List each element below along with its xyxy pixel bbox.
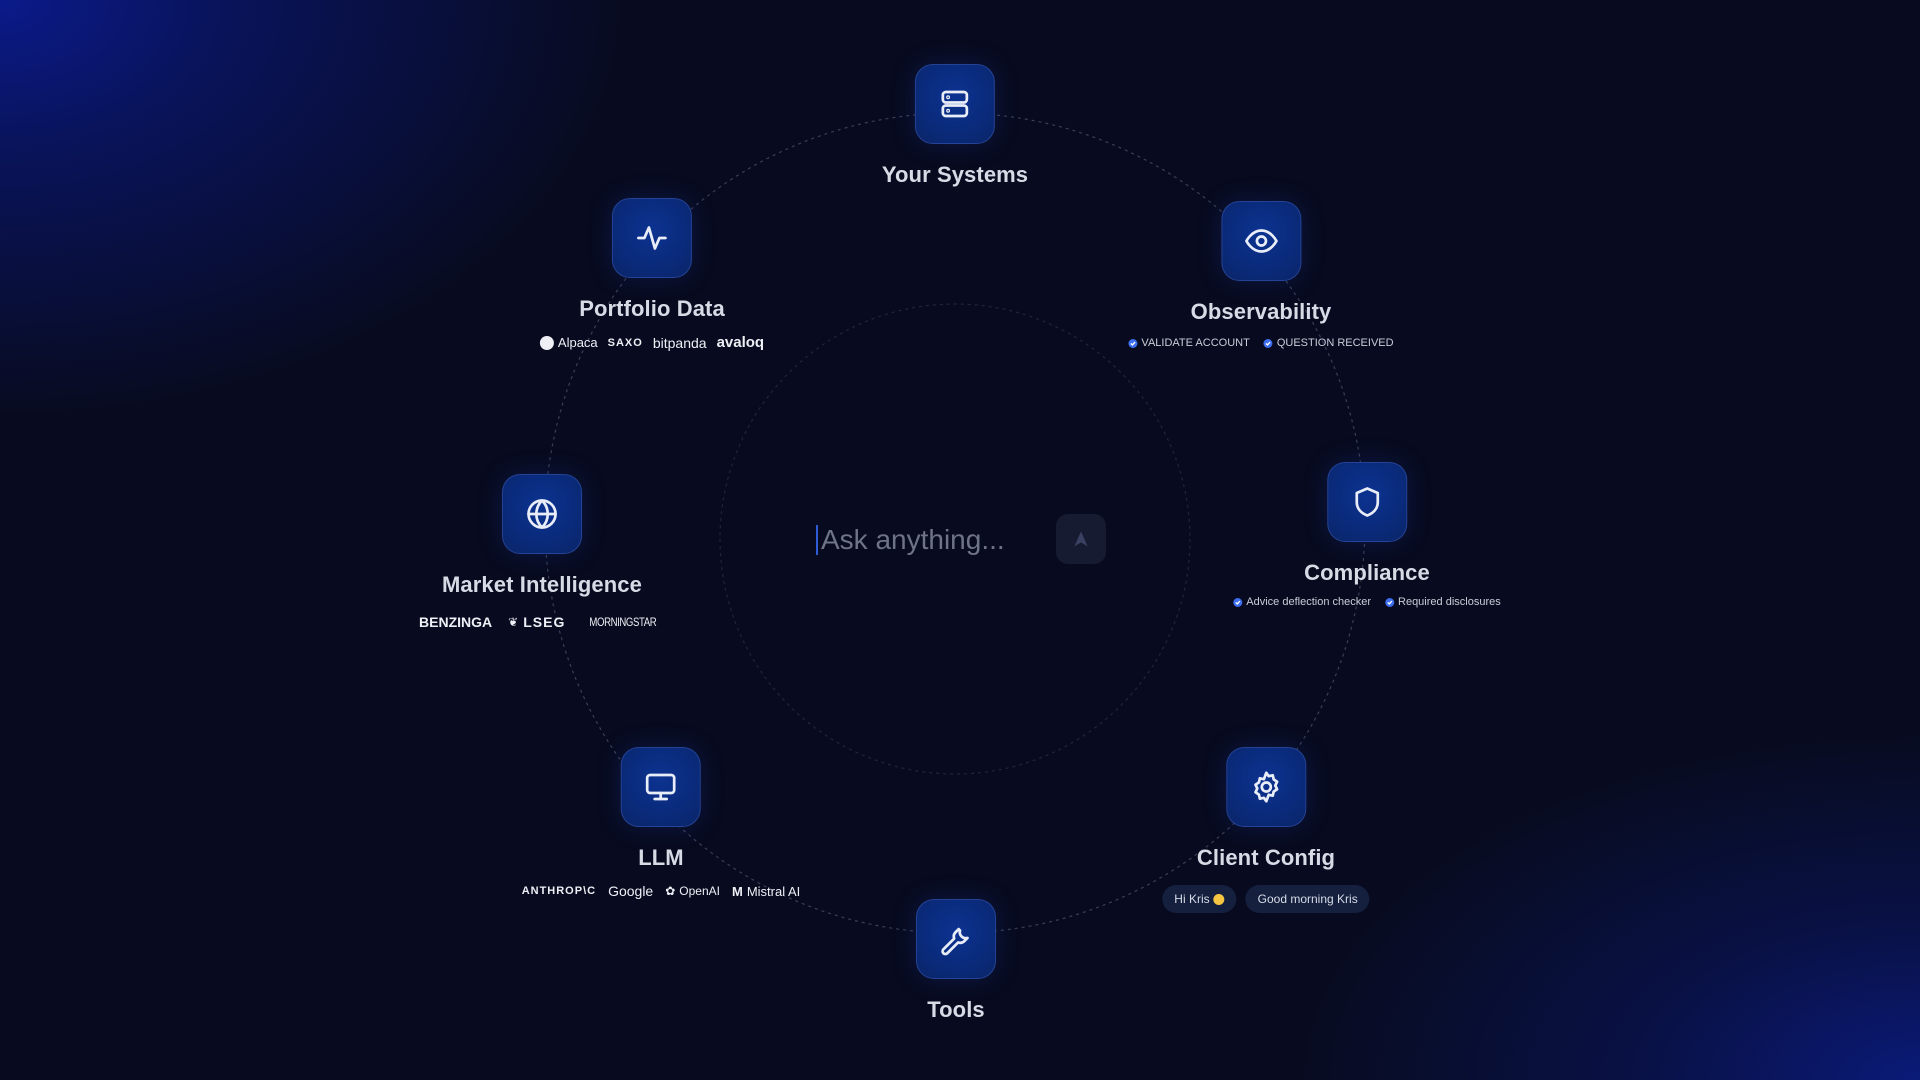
- tools-button[interactable]: [916, 899, 996, 979]
- logo-avaloq: avaloq: [716, 334, 765, 351]
- server-icon: [941, 90, 969, 118]
- node-label: Tools: [927, 997, 985, 1022]
- gear-icon: [1253, 771, 1279, 803]
- activity-pulse-icon: [637, 226, 667, 250]
- greeting-chips: Hi Kris Good morning Kris: [1162, 885, 1370, 913]
- wrench-icon: [941, 927, 969, 956]
- crest-icon: ❦: [508, 615, 520, 629]
- llm-button[interactable]: [621, 747, 701, 827]
- logo-benzinga: BENZINGA: [419, 614, 493, 630]
- text-caret: [816, 525, 818, 555]
- node-label: Portfolio Data: [579, 296, 725, 321]
- node-market-intelligence: Market Intelligence BENZINGA ❦LSEG MORNI…: [419, 474, 665, 630]
- tag: QUESTION RECEIVED: [1263, 337, 1394, 349]
- send-button[interactable]: [1056, 514, 1106, 564]
- partner-logos: Alpaca SAXO bitpanda avaloq: [539, 334, 765, 351]
- logo-morningstar: MORNINGSTAR: [589, 615, 657, 629]
- node-label: Client Config: [1196, 845, 1336, 870]
- observability-button[interactable]: [1220, 201, 1301, 281]
- logo-bitpanda: bitpanda: [652, 334, 707, 351]
- market-intelligence-button[interactable]: [501, 474, 582, 554]
- check-icon: [1128, 338, 1138, 348]
- portfolio-data-button[interactable]: [612, 198, 692, 278]
- compliance-button[interactable]: [1326, 462, 1407, 542]
- greeting-chip[interactable]: Good morning Kris: [1245, 885, 1370, 913]
- node-compliance: Compliance Advice deflection checker Req…: [1233, 462, 1501, 608]
- logo-alpaca: Alpaca: [539, 335, 598, 350]
- smile-emoji-icon: [1213, 893, 1225, 905]
- logo-lseg: ❦LSEG: [508, 614, 566, 630]
- tag: Advice deflection checker: [1233, 596, 1371, 608]
- logo-openai: ✿OpenAI: [665, 884, 720, 898]
- shield-icon: [1355, 487, 1379, 517]
- partner-logos: BENZINGA ❦LSEG MORNINGSTAR: [419, 614, 665, 630]
- rule-tags: Advice deflection checker Required discl…: [1233, 596, 1501, 608]
- tag: VALIDATE ACCOUNT: [1128, 337, 1250, 349]
- openai-icon: ✿: [665, 884, 676, 898]
- client-config-button[interactable]: [1225, 747, 1306, 827]
- alpaca-icon: [539, 335, 554, 350]
- monitor-icon: [646, 773, 676, 801]
- logo-google: Google: [608, 883, 654, 899]
- ask-input[interactable]: Ask anything...: [816, 520, 1056, 560]
- node-tools: Tools: [916, 899, 996, 1023]
- send-arrow-icon: [1074, 531, 1088, 547]
- node-label: LLM: [638, 845, 684, 870]
- node-label: Your Systems: [881, 162, 1029, 187]
- node-label: Observability: [1190, 299, 1332, 324]
- node-label: Compliance: [1304, 560, 1430, 585]
- check-icon: [1263, 338, 1273, 348]
- node-label: Market Intelligence: [442, 572, 642, 597]
- node-your-systems: Your Systems: [882, 64, 1028, 188]
- greeting-chip[interactable]: Hi Kris: [1162, 885, 1237, 913]
- node-observability: Observability VALIDATE ACCOUNT QUESTION …: [1128, 201, 1394, 349]
- event-tags: VALIDATE ACCOUNT QUESTION RECEIVED: [1128, 337, 1394, 349]
- tag: Required disclosures: [1385, 596, 1501, 608]
- check-icon: [1385, 597, 1395, 607]
- your-systems-button[interactable]: [914, 64, 995, 144]
- check-icon: [1233, 597, 1243, 607]
- eye-icon: [1244, 229, 1278, 253]
- node-portfolio-data: Portfolio Data Alpaca SAXO bitpanda aval…: [539, 198, 765, 351]
- globe-icon: [527, 499, 557, 529]
- mistral-icon: M: [732, 883, 743, 899]
- logo-anthropic: ANTHROP\C: [521, 885, 597, 897]
- node-client-config: Client Config Hi Kris Good morning Kris: [1162, 747, 1370, 913]
- ask-placeholder: Ask anything...: [821, 524, 1005, 555]
- logo-saxo: SAXO: [607, 336, 643, 349]
